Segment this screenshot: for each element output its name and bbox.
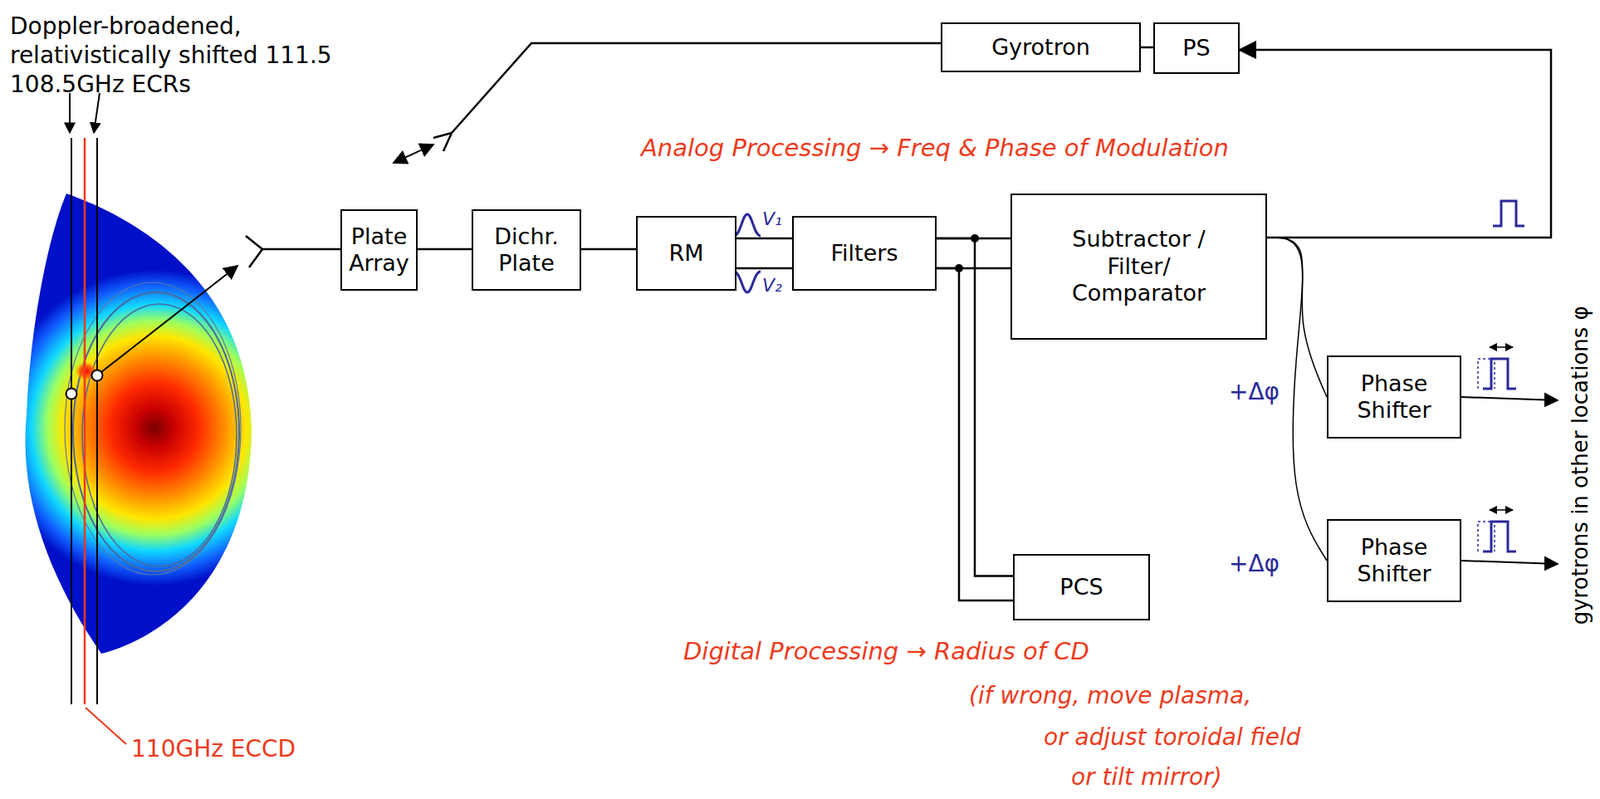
connector — [736, 267, 793, 270]
box-text: Phase Shifter — [1338, 533, 1450, 588]
box-text: Phase Shifter — [1338, 370, 1450, 425]
analog-note: Analog Processing → Freq & Phase of Modu… — [640, 132, 1229, 163]
shifted-pulse-symbol — [1477, 509, 1517, 552]
flux-surface — [64, 282, 241, 575]
pulse-symbol — [1492, 200, 1525, 226]
flux-surface — [82, 303, 237, 567]
signal-peak — [733, 214, 761, 236]
output-arrow — [1461, 560, 1558, 564]
eccd-label: 110GHz ECCD — [131, 733, 296, 764]
leader-line — [68, 92, 71, 133]
signal-name: V₂ — [762, 274, 783, 298]
connector — [736, 237, 793, 240]
ecr-line — [96, 137, 98, 705]
gyrotron-box: Gyrotron — [940, 22, 1141, 73]
output-arrow — [1461, 396, 1558, 401]
connector — [936, 238, 1013, 576]
measurement-point — [66, 388, 78, 400]
filters-box: Filters — [792, 215, 937, 291]
ecr-line — [70, 137, 73, 705]
box-text: PS — [1182, 34, 1210, 62]
waveguide — [262, 248, 341, 251]
phase-shifter-box: Phase Shifter — [1326, 518, 1462, 602]
waveguide — [451, 43, 941, 133]
box-text: PCS — [1059, 573, 1103, 601]
box-text: Filters — [831, 239, 899, 267]
digital-note: Digital Processing → Radius of CD — [683, 636, 1090, 666]
box-text: Dichr. Plate — [479, 223, 573, 278]
plate-array-box: Plate Array — [340, 209, 418, 291]
antenna-symbol — [245, 235, 263, 268]
antenna-symbol — [433, 132, 452, 152]
digital-note: or tilt mirror) — [1071, 762, 1223, 792]
eccd-line — [83, 137, 87, 705]
ecr-note: Doppler-broadened, relativistically shif… — [9, 11, 359, 99]
connector — [1140, 46, 1154, 49]
dichroic-plate-box: Dichr. Plate — [471, 209, 582, 291]
signal-dip — [733, 271, 761, 293]
phase-shifter-box: Phase Shifter — [1326, 355, 1462, 439]
box-text: Plate Array — [347, 223, 412, 278]
box-text: Subtractor / Filter/ Comparator — [1043, 225, 1234, 307]
pcs-box: PCS — [1012, 553, 1150, 621]
plasma-cross-section — [24, 193, 252, 654]
digital-note: (if wrong, move plasma, — [968, 680, 1252, 710]
rotated-label: gyrotrons in other locations φ — [1566, 305, 1595, 625]
radiometer-box: RM — [636, 215, 737, 291]
connector — [581, 248, 637, 251]
connector — [1239, 49, 1552, 238]
leader-line — [85, 707, 127, 744]
measurement-point — [92, 370, 103, 382]
connector — [1267, 237, 1327, 397]
leader-line — [93, 92, 100, 133]
digital-note: or adjust toroidal field — [1043, 722, 1301, 752]
signal-name: V₁ — [762, 207, 783, 231]
phase-shift-label: +Δφ — [1227, 377, 1282, 406]
shifted-pulse-symbol — [1477, 347, 1517, 389]
connector — [936, 268, 1013, 601]
connector — [417, 248, 472, 251]
box-text: RM — [668, 239, 704, 267]
phase-shift-label: +Δφ — [1227, 549, 1282, 578]
ec-beam — [393, 144, 434, 163]
emission-ray — [101, 265, 238, 372]
comparator-box: Subtractor / Filter/ Comparator — [1010, 193, 1268, 340]
box-text: Gyrotron — [991, 34, 1091, 61]
power-supply-box: PS — [1153, 22, 1240, 74]
